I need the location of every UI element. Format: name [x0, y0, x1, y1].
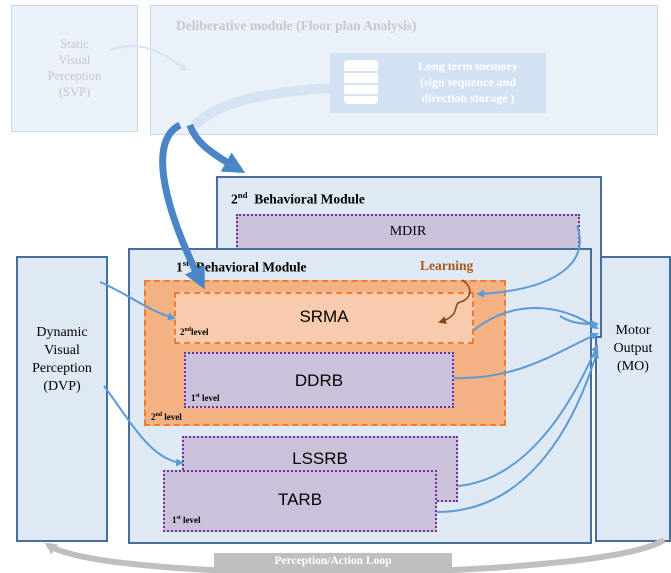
mdir-label: MDIR	[389, 224, 427, 239]
svp-label: Static Visual Perception (SVP)	[47, 37, 102, 99]
group-level-label: 2nd level	[151, 412, 182, 422]
deliberative-module-title: Deliberative module (Floor plan Analysis…	[176, 18, 417, 33]
ddrb-label: DDRB	[294, 371, 344, 390]
lssrb-label: LSSRB	[292, 449, 348, 468]
srma-box	[174, 292, 474, 344]
motor-output-label: Motor Output (MO)	[613, 323, 653, 374]
behavioral-module-2-title: 2nd Behavioral Module	[231, 190, 365, 207]
motor-output-box	[595, 256, 671, 542]
deliberative-to-bm1-arrow	[159, 121, 206, 290]
ddrb-box	[184, 352, 454, 408]
perception-action-loop-tag	[214, 553, 452, 571]
memory-fade-arc	[191, 83, 331, 129]
srma-to-mo-arrow	[473, 307, 599, 331]
ddrb-to-mo-arrow	[453, 332, 599, 380]
learning-label: Learning	[420, 258, 474, 273]
srma-level-label: 2ndlevel	[180, 327, 209, 337]
perception-action-loop-label: Perception/Action Loop	[274, 555, 392, 567]
lssrb-to-mo-arrow	[457, 344, 599, 487]
svp-box	[11, 5, 138, 132]
tarb-label: TARB	[277, 490, 323, 509]
database-icon	[344, 60, 378, 104]
long-term-memory-label: Long term memory (sign sequence and dire…	[418, 59, 518, 105]
dvp-label: Dynamic Visual Perception (DVP)	[32, 325, 92, 394]
dvp-box	[16, 256, 108, 542]
dvp-to-srma-arrow	[99, 281, 176, 321]
learning-arrow	[438, 279, 471, 324]
srma-label: SRMA	[299, 307, 349, 326]
deliberative-to-bm2-arrow	[186, 123, 246, 174]
tarb-box	[163, 470, 437, 532]
mo-to-mdir-arrow	[476, 225, 581, 298]
ddrb-level-label: 1st level	[191, 393, 220, 403]
perception-action-loop-arrow	[44, 537, 666, 573]
behavioral-module-1-title: 1st Behavioral Module	[176, 258, 307, 275]
tarb-level-label: 1st level	[172, 515, 201, 525]
dvp-to-lssrb-arrow	[103, 385, 184, 467]
tarb-to-mo-arrow	[436, 350, 600, 513]
svp-to-deliberative-arrow	[109, 45, 188, 72]
